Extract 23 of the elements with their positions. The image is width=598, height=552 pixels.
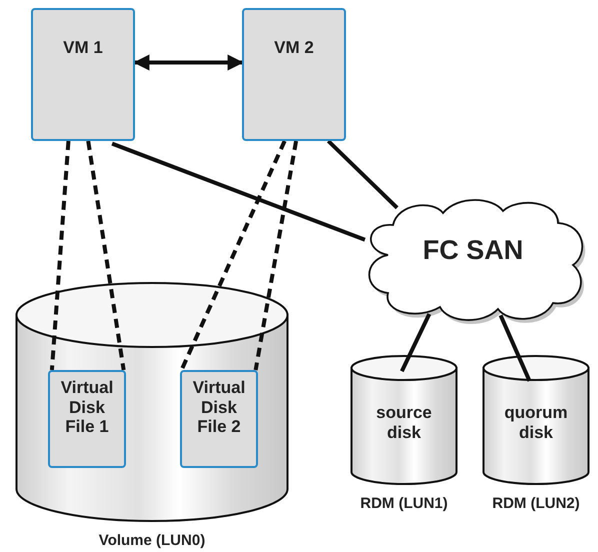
file-box: [48, 370, 126, 468]
cloud-label: FC SAN: [422, 235, 524, 266]
volume-caption: Volume (LUN0): [98, 532, 206, 549]
volume-caption: RDM (LUN1): [359, 495, 449, 512]
connector-line: [86, 140, 126, 370]
file-box: [180, 370, 258, 468]
connector-line: [111, 142, 366, 242]
connector-line: [326, 140, 398, 210]
connector-line: [254, 140, 298, 370]
disk-label: quorum disk: [503, 403, 569, 442]
vm-box: [31, 8, 135, 141]
vm-label: VM 2: [274, 38, 314, 58]
file-label: Virtual Disk File 1: [60, 378, 114, 437]
disk-label: source disk: [375, 403, 433, 442]
volume-caption: RDM (LUN2): [491, 495, 581, 512]
vm-label: VM 1: [63, 38, 103, 58]
connector-line: [180, 140, 286, 371]
connector-line: [50, 140, 70, 370]
connector-line: [400, 313, 432, 372]
connector-line: [498, 314, 532, 382]
double-arrow: [133, 54, 244, 71]
vm-box: [242, 8, 346, 141]
file-label: Virtual Disk File 2: [192, 378, 246, 437]
